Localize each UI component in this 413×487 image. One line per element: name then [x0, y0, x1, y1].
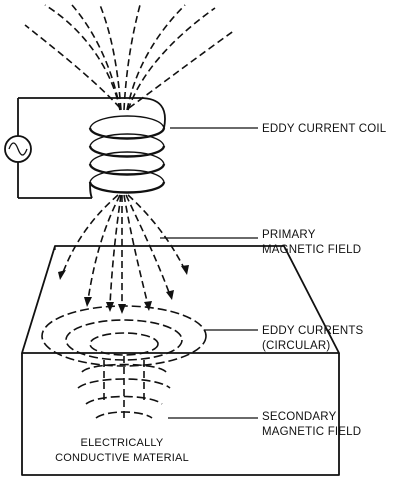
label-eddy-currents-line2: (CIRCULAR)	[262, 340, 330, 352]
secondary-field-lines	[77, 356, 171, 419]
conductive-material-block	[21, 245, 340, 476]
label-secondary-field-line1: SECONDARY	[262, 411, 337, 423]
label-eddy-current-coil: EDDY CURRENT COIL	[262, 123, 387, 135]
label-material-line1: ELECTRICALLY	[81, 437, 164, 449]
eddy-current-loops	[41, 305, 207, 367]
label-material-line2: CONDUCTIVE MATERIAL	[55, 452, 189, 464]
labels: EDDY CURRENT COIL PRIMARY MAGNETIC FIELD…	[55, 123, 387, 464]
label-primary-field-line1: PRIMARY	[262, 229, 316, 241]
ac-source-circuit	[4, 98, 32, 198]
sine-wave-source-icon	[4, 135, 32, 163]
eddy-current-coil	[18, 97, 166, 199]
primary-field-lines	[24, 4, 236, 314]
leader-lines	[160, 127, 258, 419]
label-eddy-currents-line1: EDDY CURRENTS	[262, 325, 364, 337]
label-primary-field-line2: MAGNETIC FIELD	[262, 244, 361, 256]
label-secondary-field-line2: MAGNETIC FIELD	[262, 426, 361, 438]
